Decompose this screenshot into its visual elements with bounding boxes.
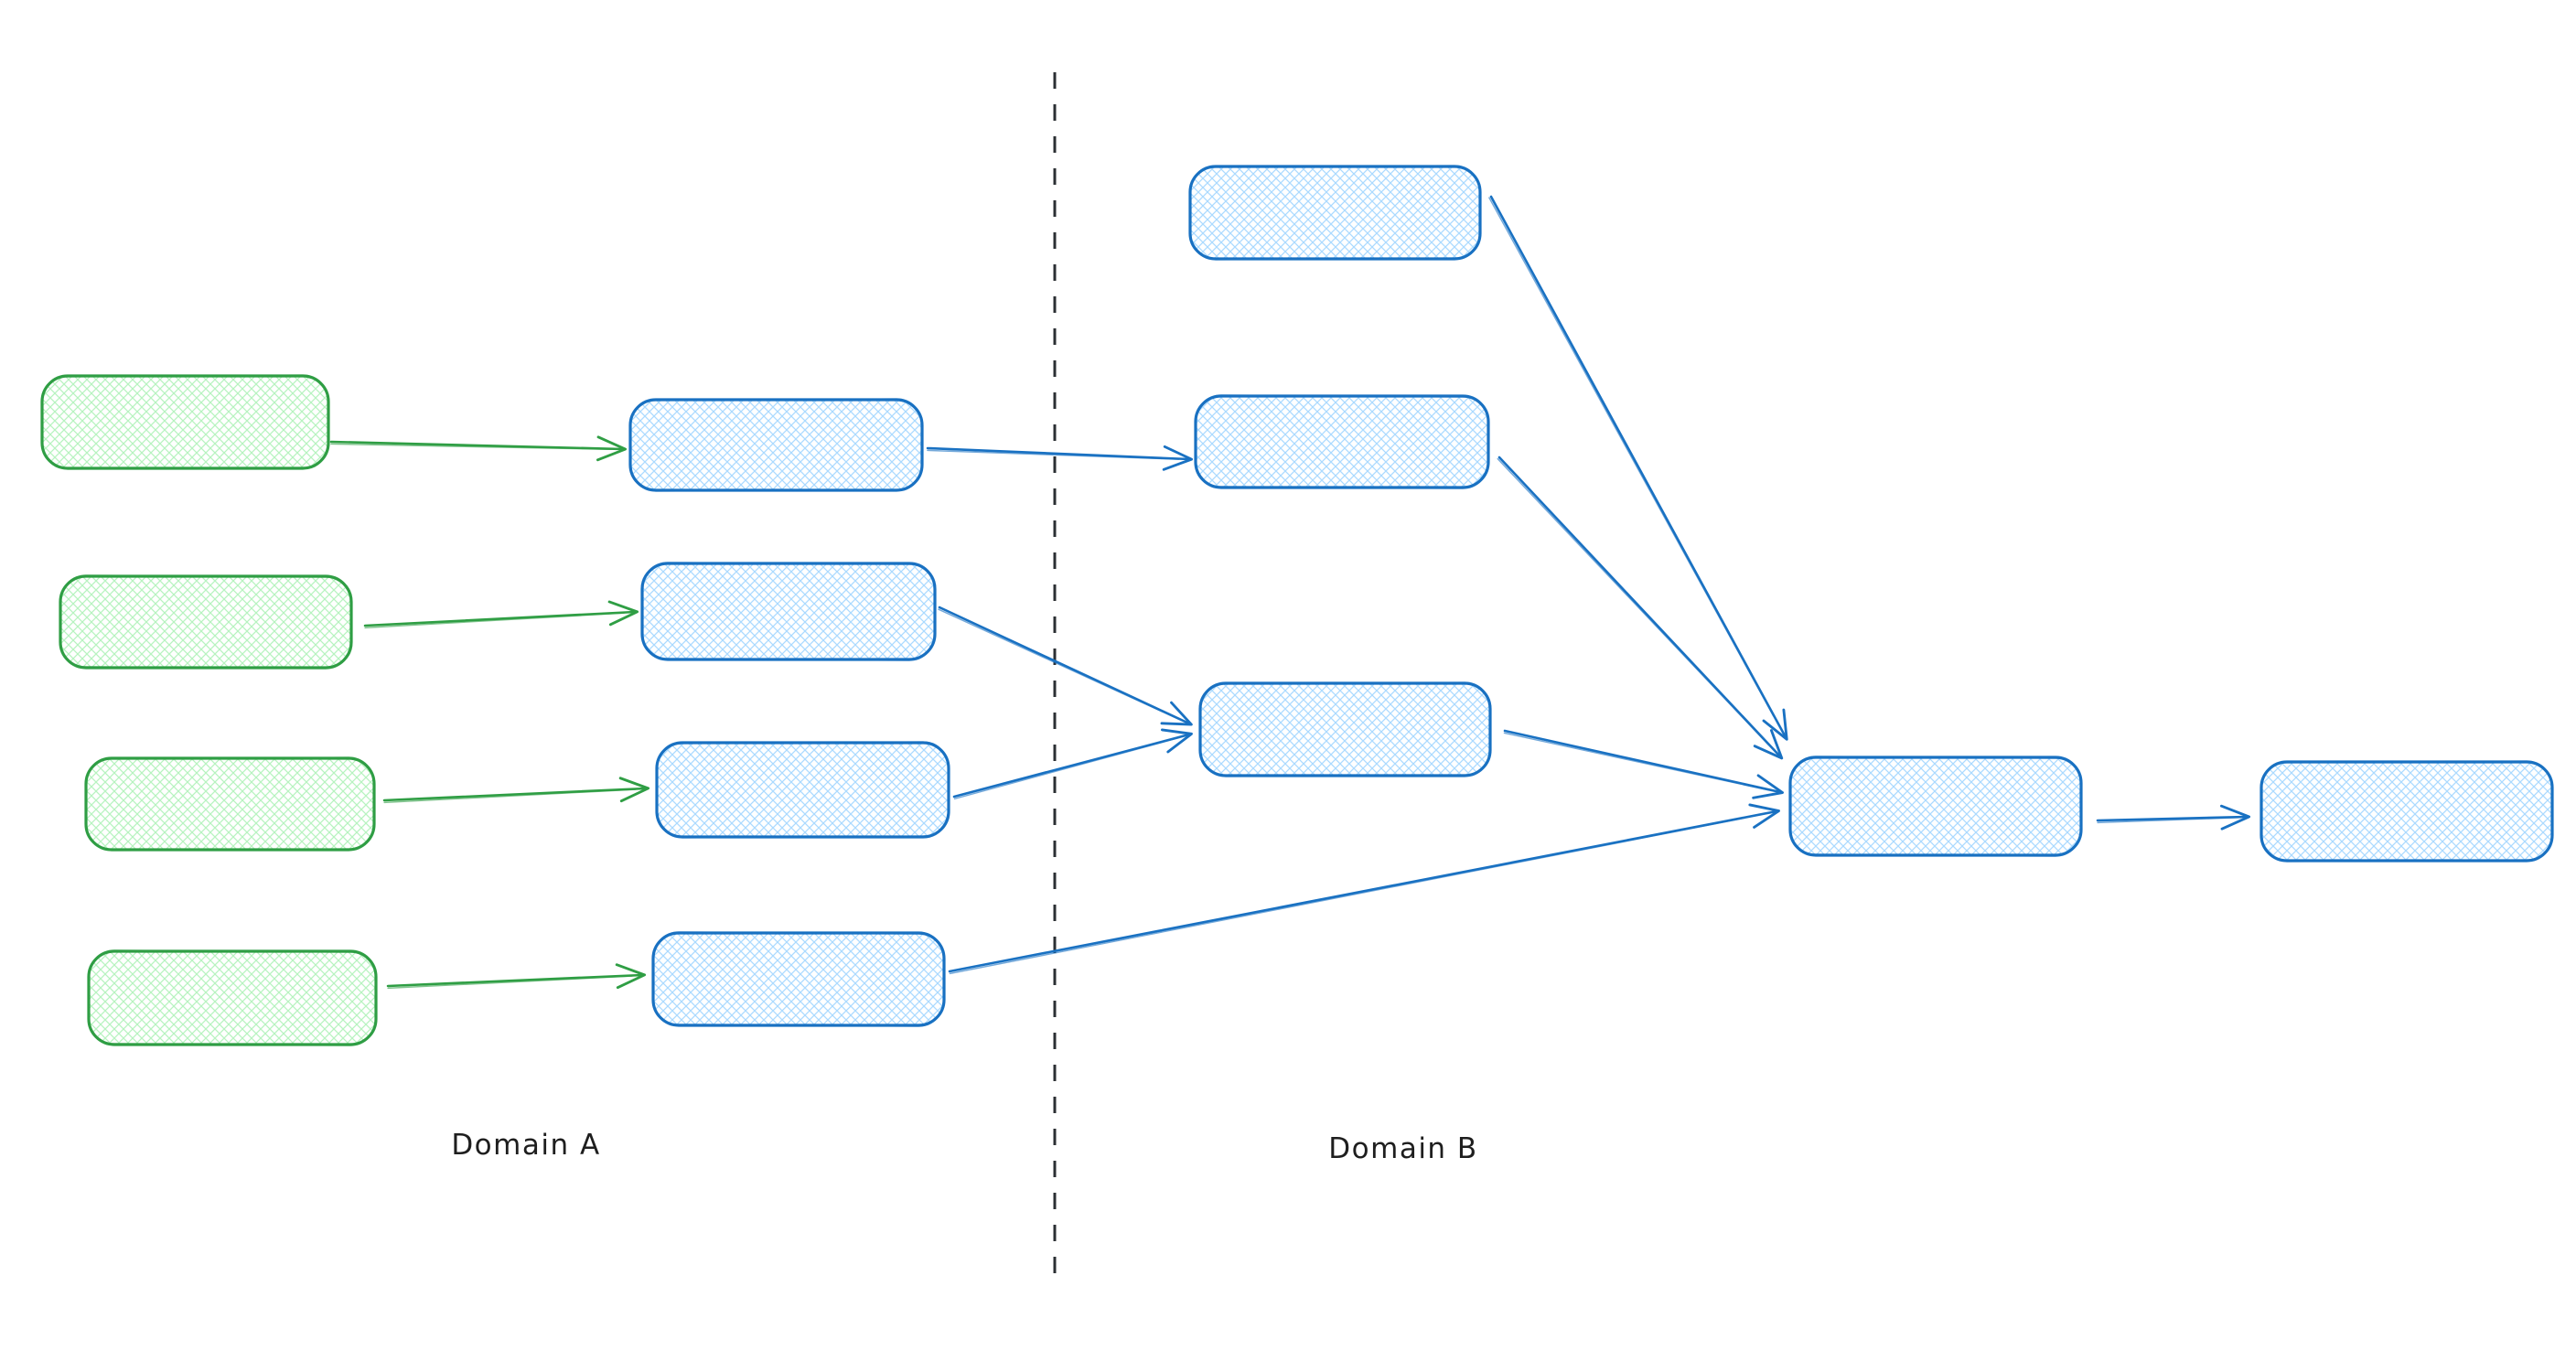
node-box — [40, 374, 330, 470]
arrow-stage-a-1-to-node-b-2 — [926, 445, 1194, 471]
node-box — [1788, 756, 2083, 857]
node-box-sketch-stroke — [1189, 165, 1481, 261]
node-box — [1188, 165, 1482, 261]
arrow-stage-a-4-to-merge-b — [948, 803, 1780, 975]
node-box — [1198, 681, 1492, 777]
node-box — [1194, 394, 1490, 489]
arrow-node-b-2-to-merge-b — [1497, 456, 1784, 760]
arrow-input-a-1-to-stage-a-1 — [329, 435, 628, 462]
node-box-sketch-stroke — [1199, 681, 1491, 777]
node-node-b-2 — [1194, 394, 1490, 489]
label-domain-b: Domain B — [1328, 1132, 1477, 1165]
arrow-main-stroke — [938, 606, 1193, 726]
arrow-main-stroke — [1497, 456, 1784, 760]
arrow-main-stroke — [952, 728, 1193, 799]
node-input-a-3 — [84, 756, 376, 852]
node-input-a-2 — [59, 574, 353, 670]
node-box-sketch-stroke — [1195, 394, 1489, 489]
arrow-main-stroke — [1503, 729, 1784, 799]
arrow-stage-a-2-to-node-b-3 — [938, 606, 1193, 726]
arrow-main-stroke — [1489, 195, 1788, 741]
node-box — [87, 949, 378, 1046]
arrow-main-stroke — [948, 803, 1780, 973]
node-input-a-4 — [87, 949, 378, 1046]
node-box — [84, 756, 376, 852]
arrow-main-stroke — [363, 600, 639, 627]
node-box-sketch-stroke — [41, 374, 329, 470]
arrow-node-b-3-to-merge-b — [1503, 729, 1784, 799]
node-stage-a-3 — [655, 741, 950, 839]
arrow-input-a-2-to-stage-a-2 — [363, 600, 639, 629]
node-box — [651, 931, 946, 1027]
node-box-sketch-stroke — [629, 398, 923, 492]
node-box — [655, 741, 950, 839]
edges-layer — [329, 195, 2251, 990]
node-box-sketch-stroke — [656, 741, 950, 839]
arrow-main-stroke — [386, 963, 647, 990]
node-node-b-3 — [1198, 681, 1492, 777]
node-stage-a-4 — [651, 931, 946, 1027]
node-output-b — [2259, 760, 2554, 863]
node-box-sketch-stroke — [59, 574, 352, 670]
arrow-node-b-1-to-merge-b — [1488, 195, 1788, 741]
arrow-stage-a-3-to-node-b-3 — [952, 728, 1193, 800]
node-node-b-1 — [1188, 165, 1482, 261]
arrow-main-stroke — [2096, 804, 2251, 831]
node-box-sketch-stroke — [641, 562, 936, 661]
labels-layer: Domain A Domain B — [451, 1129, 1477, 1165]
arrow-main-stroke — [926, 445, 1194, 471]
arrow-input-a-4-to-stage-a-4 — [386, 963, 647, 990]
arrow-main-stroke — [382, 777, 650, 803]
node-box — [640, 562, 937, 661]
node-box-sketch-stroke — [85, 756, 375, 852]
node-box-sketch-stroke — [1789, 756, 2082, 857]
node-stage-a-2 — [640, 562, 937, 661]
node-box — [2259, 760, 2554, 863]
label-domain-a: Domain A — [451, 1129, 600, 1162]
node-merge-b — [1788, 756, 2083, 857]
arrow-merge-b-to-output-b — [2096, 804, 2251, 831]
arrow-input-a-3-to-stage-a-3 — [382, 777, 650, 804]
nodes-layer — [40, 165, 2554, 1046]
node-box-sketch-stroke — [88, 949, 377, 1046]
node-input-a-1 — [40, 374, 330, 470]
arrow-main-stroke — [329, 435, 628, 462]
node-box-sketch-stroke — [2260, 760, 2553, 863]
node-stage-a-1 — [628, 398, 924, 492]
node-box — [59, 574, 353, 670]
node-box-sketch-stroke — [652, 931, 945, 1027]
node-box — [628, 398, 924, 492]
